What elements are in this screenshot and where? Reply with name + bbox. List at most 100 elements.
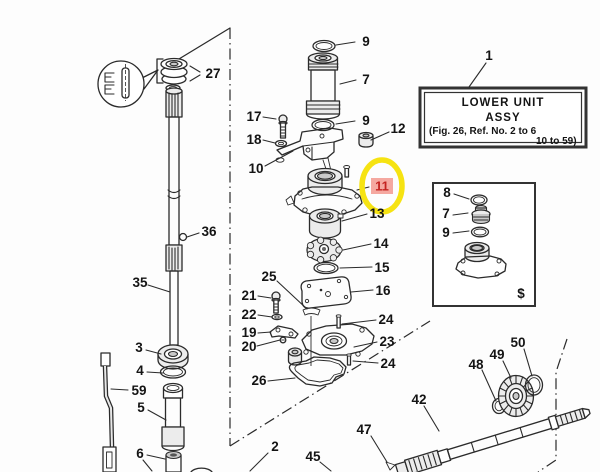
callout-25-label[interactable]: 25 [261, 269, 277, 284]
gasket-part-26 [288, 356, 347, 387]
callout-11-highlighted[interactable]: 11 [356, 157, 405, 215]
highlight-ring [359, 157, 405, 215]
callout-27-label[interactable]: 27 [205, 66, 220, 81]
callout-36[interactable]: 36 [186, 224, 217, 239]
callout-6[interactable]: 6 [136, 446, 166, 461]
callout-5[interactable]: 5 [137, 400, 167, 421]
drive-shaft-part-35 [165, 87, 188, 346]
callout-10[interactable]: 10 [248, 150, 294, 176]
washer-part-18 [274, 139, 288, 148]
callout-49[interactable]: 49 [489, 347, 512, 379]
callout-59-label[interactable]: 59 [131, 383, 146, 398]
callout-35-label[interactable]: 35 [132, 275, 148, 290]
callout-36-label[interactable]: 36 [201, 224, 217, 239]
callout-inset-7[interactable]: 7 [442, 206, 450, 221]
callout-24-top[interactable]: 24 [341, 312, 394, 327]
callout-inset-9[interactable]: 9 [442, 225, 450, 240]
box-ref-line2: 10 to 59) [536, 136, 577, 147]
callout-22[interactable]: 22 [241, 307, 273, 322]
callout-45[interactable]: 45 [305, 449, 332, 472]
callout-21[interactable]: 21 [241, 288, 272, 303]
wear-plate-part-16 [300, 276, 352, 309]
callout-16-label[interactable]: 16 [375, 283, 391, 298]
callout-22-label[interactable]: 22 [241, 307, 256, 322]
callout-49-label[interactable]: 49 [489, 347, 504, 362]
callout-24-bottom[interactable]: 24 [352, 356, 396, 371]
callout-35[interactable]: 35 [132, 275, 171, 293]
insert-cartridge-part-13 [308, 208, 344, 239]
clip-part-47 [385, 461, 396, 471]
callout-9-bottom[interactable]: 9 [335, 113, 370, 128]
callout-23-label[interactable]: 23 [379, 334, 395, 349]
washer-part-4 [159, 365, 187, 379]
callout-1-label[interactable]: 1 [485, 48, 493, 63]
callout-11-label[interactable]: 11 [375, 179, 389, 194]
callout-14[interactable]: 14 [342, 236, 389, 251]
callout-13[interactable]: 13 [341, 206, 385, 222]
inset-o-ring-part-9 [470, 226, 490, 238]
callout-9-top-label[interactable]: 9 [362, 34, 370, 49]
callout-inset-8[interactable]: 8 [443, 185, 451, 200]
callout-12[interactable]: 12 [370, 121, 406, 141]
callout-6-label[interactable]: 6 [136, 446, 144, 461]
bolt-part-21 [271, 291, 281, 314]
callout-7-label[interactable]: 7 [362, 72, 370, 87]
option-symbol: $ [517, 286, 525, 301]
callout-16[interactable]: 16 [350, 283, 391, 298]
callout-47-label[interactable]: 47 [356, 422, 371, 437]
callout-25[interactable]: 25 [261, 269, 308, 310]
callout-5-label[interactable]: 5 [137, 400, 145, 415]
callout-15[interactable]: 15 [339, 260, 390, 275]
impeller-part-14 [306, 236, 343, 264]
water-pump-housing-part-11 [285, 165, 363, 217]
washer-part-22 [271, 313, 283, 321]
callout-1[interactable]: 1 [468, 48, 493, 88]
callout-17-label[interactable]: 17 [246, 109, 261, 124]
callout-20[interactable]: 20 [241, 339, 281, 354]
callout-17[interactable]: 17 [246, 109, 277, 124]
callout-7[interactable]: 7 [339, 72, 370, 87]
dowel-pin-part-24-bottom [346, 353, 352, 366]
callout-19-label[interactable]: 19 [241, 325, 256, 340]
callout-3[interactable]: 3 [135, 340, 162, 355]
bolt-part-17 [278, 114, 288, 139]
bushing-part-6 [165, 450, 182, 472]
callout-48-label[interactable]: 48 [468, 357, 484, 372]
callout-20-label[interactable]: 20 [241, 339, 256, 354]
callout-3-label[interactable]: 3 [135, 340, 143, 355]
callout-21-label[interactable]: 21 [241, 288, 257, 303]
callout-4-label[interactable]: 4 [136, 363, 144, 378]
callout-48[interactable]: 48 [468, 357, 497, 402]
dowel-pin-part-24-top [335, 314, 342, 329]
callout-24-top-label[interactable]: 24 [378, 312, 394, 327]
callout-59[interactable]: 59 [110, 383, 147, 398]
callout-24-bottom-label[interactable]: 24 [380, 356, 396, 371]
callout-42[interactable]: 42 [411, 392, 440, 432]
callout-26[interactable]: 26 [251, 373, 296, 388]
callout-2-label[interactable]: 2 [271, 439, 279, 454]
callout-15-label[interactable]: 15 [374, 260, 390, 275]
callout-47[interactable]: 47 [356, 422, 388, 463]
callout-18[interactable]: 18 [246, 132, 276, 147]
callout-50-label[interactable]: 50 [510, 335, 525, 350]
callout-13-label[interactable]: 13 [369, 206, 385, 221]
callout-23[interactable]: 23 [353, 334, 395, 349]
option-parts-box: 8 7 9 $ [432, 182, 536, 307]
callout-18-label[interactable]: 18 [246, 132, 262, 147]
callout-50[interactable]: 50 [510, 335, 533, 377]
detail-magnifier [97, 60, 159, 108]
callout-2[interactable]: 2 [249, 439, 279, 472]
callout-45-label[interactable]: 45 [305, 449, 321, 464]
callout-42-label[interactable]: 42 [411, 392, 426, 407]
callout-12-label[interactable]: 12 [390, 121, 405, 136]
callout-9-top[interactable]: 9 [335, 34, 370, 49]
callout-27[interactable]: 27 [189, 65, 221, 82]
callout-10-label[interactable]: 10 [248, 161, 263, 176]
callout-14-label[interactable]: 14 [373, 236, 389, 251]
callout-4[interactable]: 4 [136, 363, 164, 378]
callout-26-label[interactable]: 26 [251, 373, 267, 388]
callout-9-bottom-label[interactable]: 9 [362, 113, 370, 128]
callout-19[interactable]: 19 [241, 325, 272, 340]
